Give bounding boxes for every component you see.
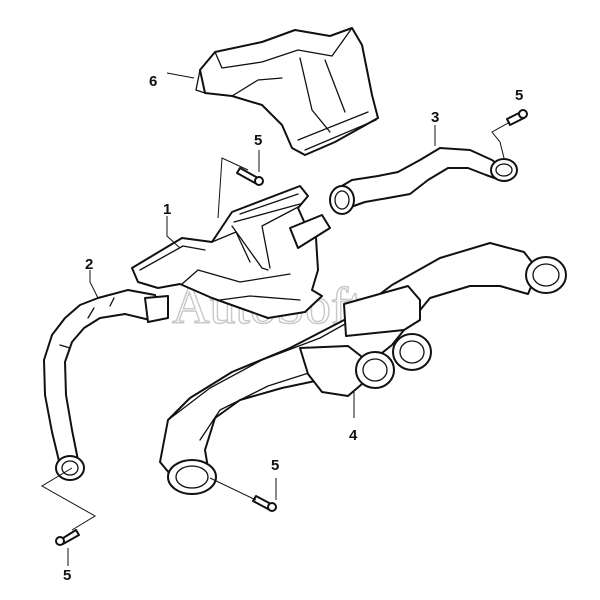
callout-5-top-right: 5 [515, 87, 523, 104]
part-4-lower-duct [159, 242, 567, 495]
part-3-right-hose [329, 147, 518, 215]
part-2-left-hose [43, 289, 169, 481]
part-5-screw-top-right [506, 109, 528, 126]
part-5-screw-center [236, 167, 264, 186]
callout-4: 4 [349, 427, 358, 444]
callout-5-center: 5 [254, 132, 262, 149]
leader-lines [41, 72, 511, 566]
callout-5-bottom-left: 5 [63, 567, 71, 584]
part-5-screw-bottom-center [252, 495, 277, 512]
callout-1: 1 [163, 201, 171, 218]
callout-2: 2 [85, 256, 93, 273]
part-6-upper-duct [195, 27, 379, 156]
part-1-vent-manifold [131, 185, 331, 319]
callout-6: 6 [149, 73, 157, 90]
callout-5-bottom-center: 5 [271, 457, 279, 474]
callout-3: 3 [431, 109, 439, 126]
part-5-screw-bottom-left [55, 529, 80, 546]
